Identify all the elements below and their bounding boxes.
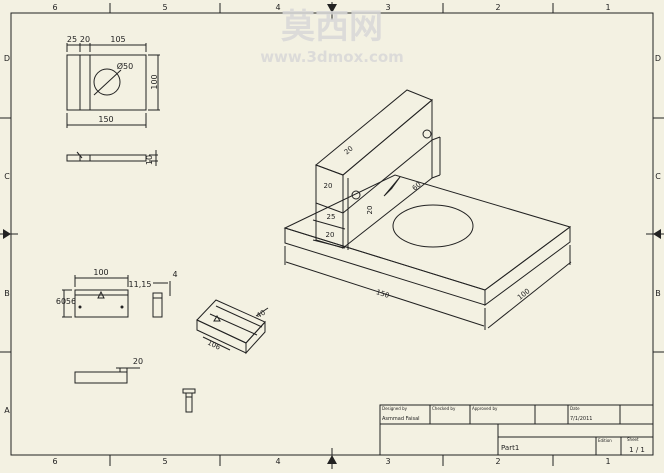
frame-ticks: [0, 3, 664, 466]
side-view: [66, 150, 158, 166]
part-name: Part1: [501, 444, 519, 452]
dim-detail-4: 4: [172, 270, 177, 279]
dim-side-10: 10: [145, 155, 154, 165]
dim-main-150: 150: [375, 288, 390, 300]
dim-main-25: 25: [327, 213, 336, 221]
dim-small-40: 40: [255, 309, 267, 320]
dim-main-20-vert: 20: [366, 206, 374, 215]
title-block-values: Asmmad Faisal 7/1/2011 Part1 1 / 1: [382, 416, 645, 454]
dim-detail-100: 100: [93, 268, 108, 277]
row-label-c: C: [4, 172, 10, 181]
column-labels-bottom: 6 5 4 3 2 1: [52, 457, 610, 466]
row-label-b: B: [4, 289, 10, 298]
sheet-number: 1 / 1: [629, 446, 645, 454]
designed-by-label: Designed by: [382, 406, 408, 411]
dim-105: 105: [110, 35, 125, 44]
col-label-5: 5: [162, 3, 167, 12]
col-label-2-bottom: 2: [495, 457, 500, 466]
col-label-4-bottom: 4: [275, 457, 280, 466]
col-label-3: 3: [385, 3, 390, 12]
dim-detail-60: 60: [56, 297, 66, 306]
row-label-d-right: D: [655, 54, 661, 63]
col-label-1-bottom: 1: [605, 457, 610, 466]
title-block: [379, 404, 654, 456]
dim-main-20-left: 20: [324, 182, 333, 190]
drawing-date: 7/1/2011: [570, 416, 592, 422]
dim-20: 20: [80, 35, 90, 44]
top-view-dims: 25 20 105 Ø50 100 150: [67, 35, 159, 124]
col-label-6-bottom: 6: [52, 457, 57, 466]
watermark-url: www.3dmox.com: [260, 48, 404, 66]
dim-plate-20: 20: [133, 357, 143, 366]
dim-dia-50: Ø50: [117, 61, 133, 71]
edition-label: Edition: [598, 438, 612, 443]
bolt-view: [182, 388, 196, 413]
top-view: [66, 43, 160, 128]
dim-100: 100: [150, 74, 159, 89]
date-label: Date: [570, 406, 580, 411]
dim-main-20-bottom: 20: [326, 231, 335, 239]
row-label-d: D: [4, 54, 10, 63]
row-label-b-right: B: [655, 289, 661, 298]
col-label-4: 4: [275, 3, 280, 12]
plate-view: [74, 367, 140, 384]
dim-detail-11-15: 11,15: [129, 280, 152, 289]
checked-by-label: Checked by: [432, 406, 456, 411]
dim-detail-56: 56: [66, 297, 76, 306]
title-block-labels: Designed by Checked by Approved by Date …: [382, 406, 639, 443]
approved-by-label: Approved by: [472, 406, 498, 411]
row-labels: D C B A D C B: [4, 54, 661, 415]
main-iso-view: [283, 89, 572, 330]
dim-main-20-top: 20: [343, 145, 355, 157]
dim-150: 150: [98, 115, 113, 124]
detail-holes: [78, 305, 124, 309]
col-label-1: 1: [605, 3, 610, 12]
detail-dims: 100 60 56 11,15 4: [56, 268, 178, 306]
dim-main-60: 60: [411, 181, 423, 193]
col-label-6: 6: [52, 3, 57, 12]
detail-view-front: [62, 275, 129, 318]
row-label-c-right: C: [655, 172, 661, 181]
designer-name: Asmmad Faisal: [382, 416, 420, 422]
col-label-2: 2: [495, 3, 500, 12]
dim-25: 25: [67, 35, 77, 44]
col-label-5-bottom: 5: [162, 457, 167, 466]
detail-view-side: [152, 281, 171, 318]
small-iso-view: [196, 299, 269, 355]
row-label-a: A: [4, 406, 10, 415]
column-labels-top: 6 5 4 3 2 1: [52, 3, 610, 12]
watermark-logo: 莫西网: [281, 7, 383, 47]
col-label-3-bottom: 3: [385, 457, 390, 466]
sheet-label: Sheet: [627, 437, 639, 442]
